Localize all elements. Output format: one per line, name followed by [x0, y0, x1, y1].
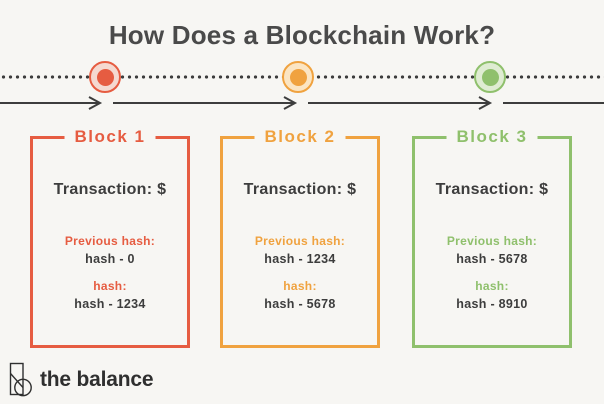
hash-value: hash - 8910 — [456, 297, 528, 311]
brand-name: the balance — [40, 367, 154, 391]
block-title: Block 3 — [446, 127, 538, 147]
timeline-node-2 — [282, 61, 314, 93]
timeline-node-dot — [481, 68, 499, 86]
block-2: Block 2 Transaction: $ Previous hash: ha… — [220, 127, 380, 348]
page-title: How Does a Blockchain Work? — [108, 20, 496, 50]
timeline-arrow-line — [0, 96, 604, 110]
previous-hash-value: hash - 5678 — [456, 252, 528, 266]
hash-label: hash: — [93, 279, 127, 293]
previous-hash-value: hash - 1234 — [264, 252, 336, 266]
timeline-node-1 — [89, 61, 121, 93]
block-title: Block 2 — [254, 127, 346, 147]
balance-logo-icon — [9, 362, 32, 397]
transaction-label: Transaction: $ — [435, 181, 549, 198]
previous-hash-label: Previous hash: — [446, 234, 538, 248]
timeline-node-dot — [96, 68, 114, 86]
previous-hash-label: Previous hash: — [254, 234, 346, 248]
timeline-node-3 — [474, 61, 506, 93]
block-title: Block 1 — [64, 127, 156, 147]
transaction-label: Transaction: $ — [53, 181, 167, 198]
hash-value: hash - 1234 — [74, 297, 146, 311]
brand-logo: the balance — [9, 362, 154, 397]
block-3: Block 3 Transaction: $ Previous hash: ha… — [412, 127, 572, 348]
hash-label: hash: — [283, 279, 317, 293]
transaction-label: Transaction: $ — [243, 181, 357, 198]
previous-hash-label: Previous hash: — [64, 234, 156, 248]
hash-value: hash - 5678 — [264, 297, 336, 311]
previous-hash-value: hash - 0 — [85, 252, 135, 266]
timeline-node-dot — [289, 68, 307, 86]
block-1: Block 1 Transaction: $ Previous hash: ha… — [30, 127, 190, 348]
hash-label: hash: — [475, 279, 509, 293]
